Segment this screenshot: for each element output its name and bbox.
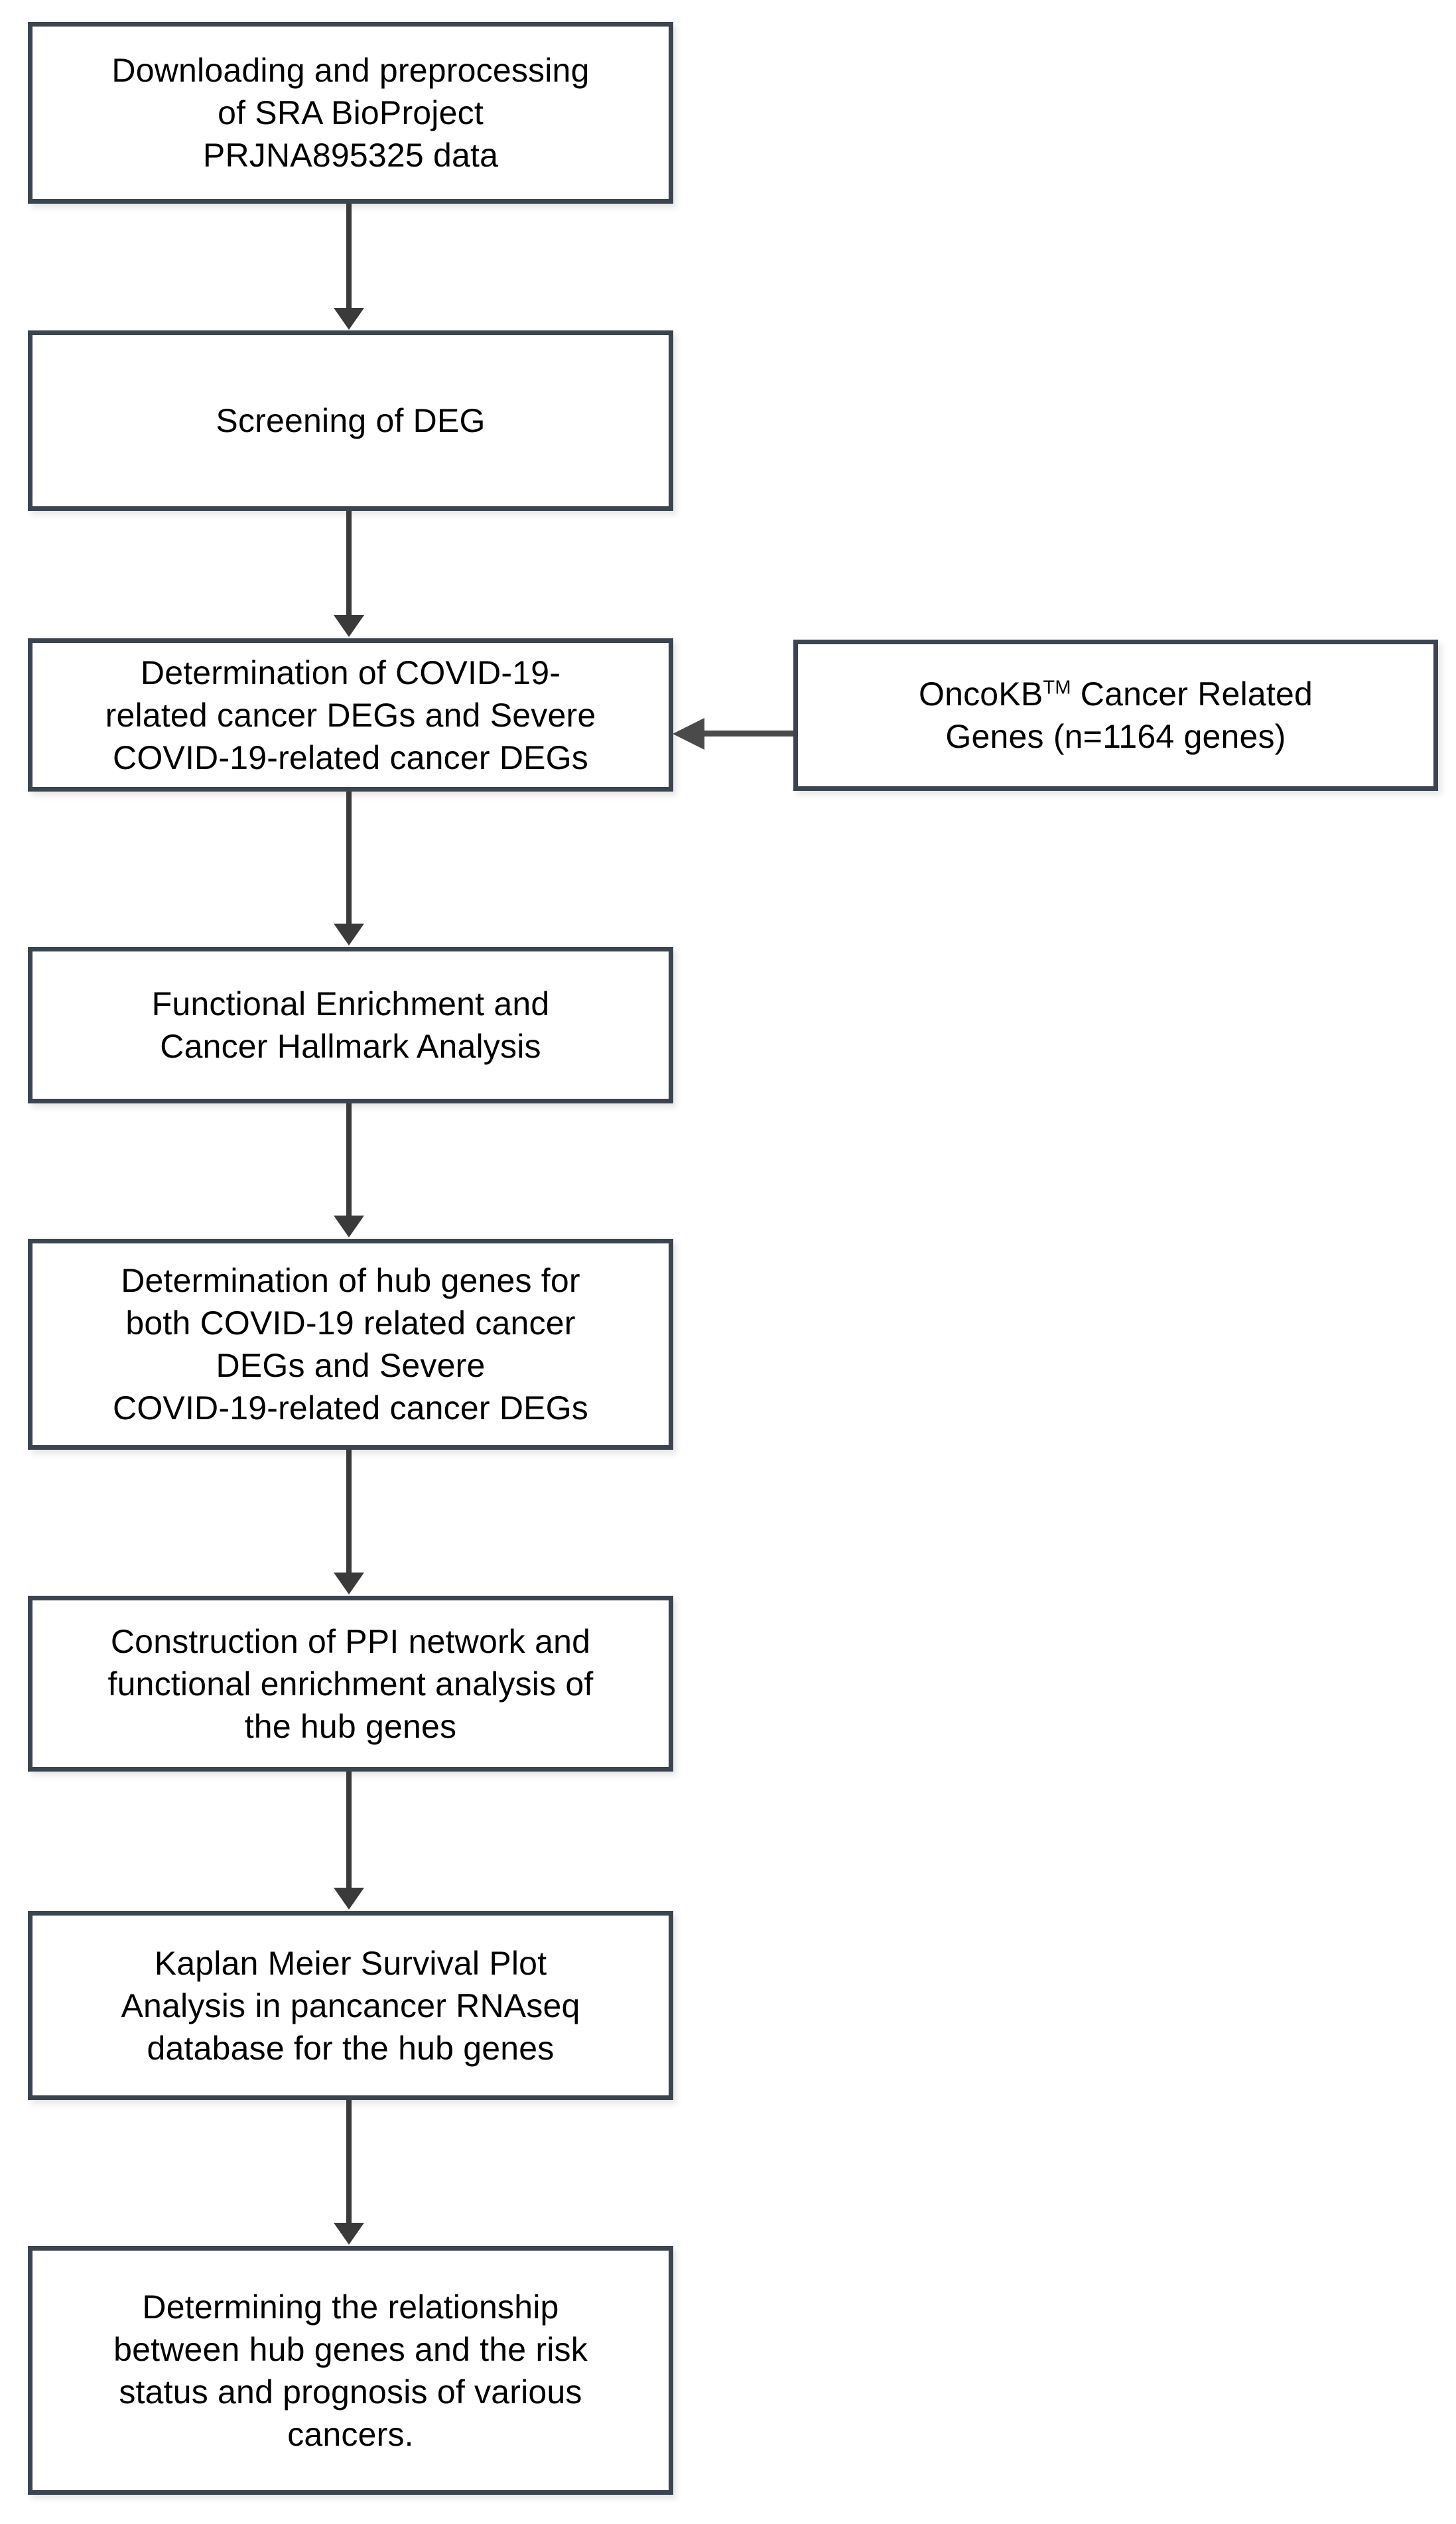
node-label: Kaplan Meier Survival Plot Analysis in p… bbox=[121, 1944, 580, 2067]
flowchart-node-determination-covid19-cancer-degs: Determination of COVID-19- related cance… bbox=[28, 638, 673, 792]
node-label: Determining the relationship between hub… bbox=[113, 2288, 588, 2453]
flowchart-node-downloading-preprocessing: Downloading and preprocessing of SRA Bio… bbox=[28, 22, 673, 204]
node-label: Construction of PPI network and function… bbox=[107, 1622, 594, 1745]
node-label: Determination of COVID-19- related cance… bbox=[105, 654, 596, 776]
oncokb-label-part1: OncoKB bbox=[919, 675, 1043, 713]
flowchart-node-screening-of-deg: Screening of DEG bbox=[28, 330, 673, 511]
flowchart-node-functional-enrichment-cancer-hallmark: Functional Enrichment and Cancer Hallmar… bbox=[28, 947, 673, 1103]
trademark-superscript: TM bbox=[1043, 677, 1071, 699]
flowchart-node-oncokb-cancer-related-genes: OncoKBTM Cancer Related Genes (n=1164 ge… bbox=[793, 640, 1438, 791]
arrow-node2-to-node3 bbox=[346, 511, 352, 617]
oncokb-label-part2: Cancer Related Genes (n=1164 genes) bbox=[945, 675, 1313, 755]
flowchart-node-ppi-network-construction: Construction of PPI network and function… bbox=[28, 1596, 673, 1772]
arrow-node1-to-node2 bbox=[346, 204, 352, 310]
arrow-node7-to-node8 bbox=[346, 2100, 352, 2225]
flowchart-node-determination-hub-genes: Determination of hub genes for both COVI… bbox=[28, 1239, 673, 1450]
arrow-oncokb-to-node3 bbox=[703, 731, 793, 736]
flowchart-node-kaplan-meier-survival-analysis: Kaplan Meier Survival Plot Analysis in p… bbox=[28, 1911, 673, 2100]
arrow-node3-to-node4 bbox=[346, 792, 352, 926]
arrow-node4-to-node5 bbox=[346, 1103, 352, 1218]
arrow-node6-to-node7 bbox=[346, 1772, 352, 1890]
node-label: Functional Enrichment and Cancer Hallmar… bbox=[151, 985, 550, 1065]
node-label: Screening of DEG bbox=[216, 402, 486, 439]
flowchart-node-determining-relationship-risk-prognosis: Determining the relationship between hub… bbox=[28, 2246, 673, 2495]
node-label: Determination of hub genes for both COVI… bbox=[113, 1262, 588, 1427]
arrow-node5-to-node6 bbox=[346, 1450, 352, 1575]
node-label: Downloading and preprocessing of SRA Bio… bbox=[111, 52, 590, 174]
node-label: OncoKBTM Cancer Related Genes (n=1164 ge… bbox=[907, 673, 1325, 758]
